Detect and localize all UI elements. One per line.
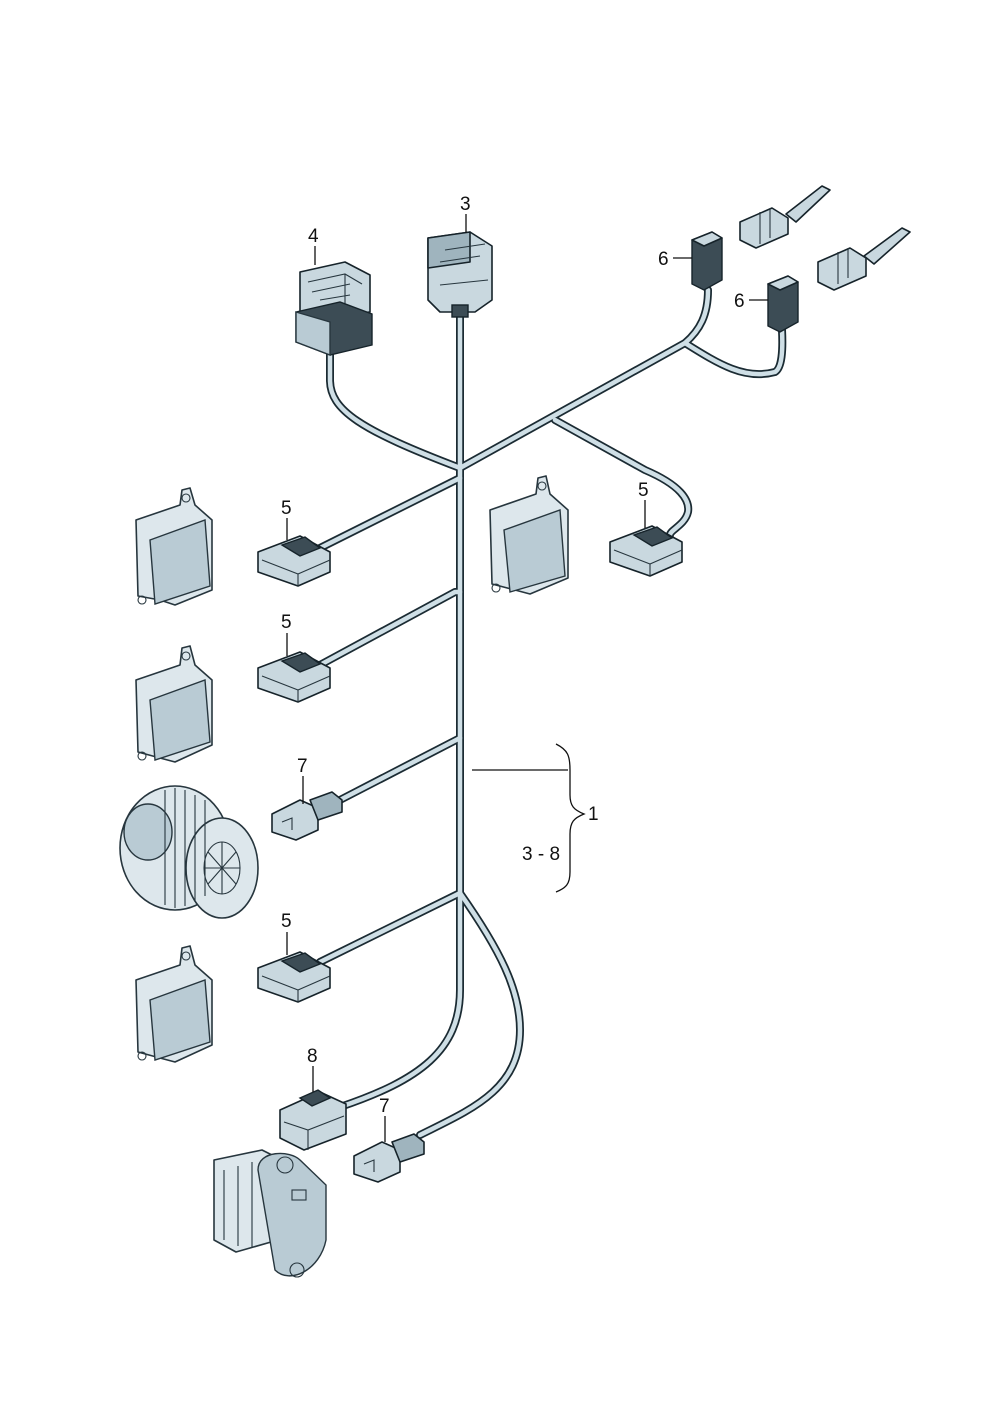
callout-7-upper: 7 xyxy=(297,756,308,777)
connector-7-lower xyxy=(353,1133,425,1183)
connector-3 xyxy=(427,231,493,318)
connector-8 xyxy=(279,1089,347,1151)
callout-4: 4 xyxy=(308,226,319,247)
callout-5-c: 5 xyxy=(281,911,292,932)
control-module-2 xyxy=(135,645,213,763)
callout-5-d: 5 xyxy=(638,480,649,501)
wiring-harness xyxy=(316,286,787,1139)
connector-5-a xyxy=(257,535,331,587)
bulb-holder-lower xyxy=(817,227,911,291)
control-module-3 xyxy=(135,945,213,1063)
range-brace xyxy=(555,743,586,893)
connector-5-c xyxy=(257,951,331,1003)
callout-5-a: 5 xyxy=(281,498,292,519)
connector-5-b xyxy=(257,651,331,703)
callout-1: 1 xyxy=(588,804,599,825)
callout-7-lower: 7 xyxy=(379,1096,390,1117)
connector-6-lower xyxy=(767,275,799,333)
callout-range-3-8: 3 - 8 xyxy=(522,844,560,865)
connector-7-upper xyxy=(271,791,343,841)
control-module-1 xyxy=(135,487,213,606)
callout-8: 8 xyxy=(307,1046,318,1067)
connector-4 xyxy=(295,261,373,357)
callout-3: 3 xyxy=(460,194,471,215)
servo-actuator xyxy=(213,1149,327,1278)
leader-lines xyxy=(286,214,768,1142)
control-module-4 xyxy=(489,475,569,595)
connector-6-upper xyxy=(691,231,723,291)
callout-labels: 3 4 6 6 5 5 5 5 7 7 8 1 3 - 8 xyxy=(281,194,745,1117)
connector-5-d xyxy=(609,525,683,577)
callout-6-lower: 6 xyxy=(734,291,745,312)
callout-6-upper: 6 xyxy=(658,249,669,270)
bulb-holder-upper xyxy=(739,185,831,249)
blower-motor xyxy=(119,785,259,919)
callout-5-b: 5 xyxy=(281,612,292,633)
